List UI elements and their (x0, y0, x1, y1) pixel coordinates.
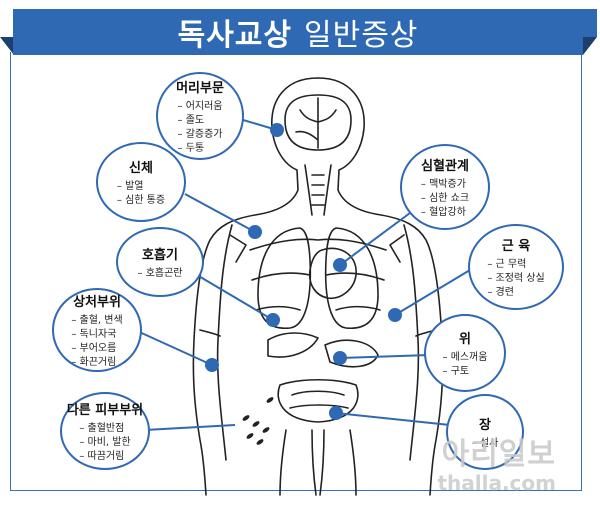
connector-gut (335, 412, 451, 426)
bubble-wound-list: 출혈, 변색 독니자국 부어오름 화끈거림 (71, 314, 123, 370)
list-item: 두통 (178, 142, 223, 156)
list-item: 심한 통증 (117, 194, 165, 208)
bite-marks (242, 397, 274, 445)
list-item: 출혈, 변색 (71, 314, 123, 328)
bubble-stomach: 위 메스꺼움 구토 (424, 314, 506, 392)
list-item: 발열 (117, 180, 165, 194)
list-item: 경련 (487, 286, 544, 300)
bubble-stomach-list: 메스꺼움 구토 (443, 351, 488, 379)
list-item: 메스꺼움 (443, 351, 488, 365)
list-item: 부어오름 (71, 342, 122, 356)
bubble-skin-list: 출혈반점 마비, 발한 따끔거림 (79, 422, 131, 464)
bubble-body-list: 발열 심한 통증 (117, 180, 165, 208)
bubble-skin-title: 다른 피부부위 (66, 402, 144, 418)
bubble-head: 머리부문 어지러움 졸도 갈증증가 두통 (156, 72, 244, 160)
list-item: 설사 (472, 437, 498, 451)
connector-resp (196, 274, 274, 321)
bubble-resp: 호흡기 호흡곤란 (116, 227, 204, 297)
list-item: 조정력 상실 (487, 272, 545, 286)
list-item: 어지러움 (178, 100, 223, 114)
list-item: 화끈거림 (71, 356, 122, 370)
title-light: 일반증상 (304, 18, 419, 53)
list-item: 독니자국 (71, 328, 122, 342)
connector-skin (144, 424, 236, 431)
banner-tail-right (583, 9, 597, 37)
bubble-wound: 상처부위 출혈, 변색 독니자국 부어오름 화끈거림 (52, 288, 142, 372)
connector-muscle (394, 269, 471, 316)
bubble-body: 신체 발열 심한 통증 (96, 142, 186, 222)
list-item: 출혈반점 (79, 422, 130, 436)
list-item: 호흡곤란 (138, 267, 183, 281)
list-item: 구토 (443, 365, 488, 379)
bubble-body-title: 신체 (129, 160, 153, 176)
bubble-resp-title: 호흡기 (142, 247, 178, 263)
banner-fold-right (583, 37, 597, 55)
bubble-stomach-title: 위 (459, 331, 471, 347)
list-item: 따끔거림 (79, 450, 130, 464)
bubble-muscle-title: 근 육 (501, 238, 531, 254)
list-item: 근 무력 (487, 258, 544, 272)
bubble-head-title: 머리부문 (176, 80, 224, 96)
watermark: 아리일보 thalla.com (437, 429, 556, 495)
watermark-url: thalla.com (437, 471, 556, 495)
banner-fold-left (0, 37, 14, 55)
bubble-muscle-list: 근 무력 조정력 상실 경련 (487, 258, 545, 300)
bubble-resp-list: 호흡곤란 (138, 267, 183, 281)
bubble-heart: 심혈관계 맥박증가 심한 쇼크 혈압강하 (400, 144, 490, 230)
bubble-heart-title: 심혈관계 (421, 158, 469, 174)
connector-lines (134, 116, 471, 431)
bubble-wound-title: 상처부위 (73, 294, 121, 310)
bubble-head-list: 어지러움 졸도 갈증증가 두통 (178, 100, 223, 156)
bubble-gut-title: 장 (479, 417, 491, 433)
connector-wound (134, 329, 213, 366)
title-banner: 독사교상 일반증상 (13, 9, 583, 55)
connector-dots (205, 123, 402, 420)
watermark-logo-text: 아리일보 (441, 437, 556, 472)
list-item: 갈증증가 (178, 128, 223, 142)
connector-stomach (339, 354, 431, 359)
bubble-gut: 장 설사 (446, 394, 524, 470)
title-bold: 독사교상 (177, 18, 292, 53)
bubble-heart-list: 맥박증가 심한 쇼크 혈압강하 (421, 178, 469, 220)
list-item: 마비, 발한 (79, 436, 131, 450)
list-item: 졸도 (178, 114, 223, 128)
connector-heart (339, 212, 411, 266)
bubble-muscle: 근 육 근 무력 조정력 상실 경련 (468, 224, 564, 310)
connector-body (184, 193, 256, 233)
bubble-gut-list: 설사 (472, 437, 498, 451)
list-item: 심한 쇼크 (421, 192, 469, 206)
list-item: 혈압강하 (421, 206, 469, 220)
bubble-skin: 다른 피부부위 출혈반점 마비, 발한 따끔거림 (60, 392, 150, 470)
list-item: 맥박증가 (421, 178, 469, 192)
